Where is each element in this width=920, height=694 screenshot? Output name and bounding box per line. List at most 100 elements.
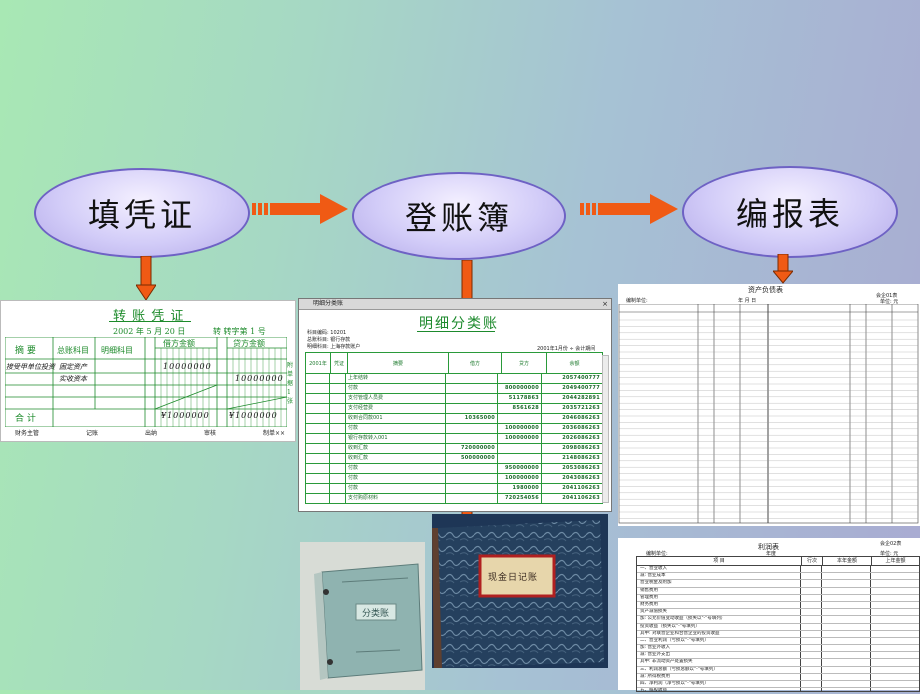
col-voucher: 凭证 [331,353,348,373]
sheet-title: 资产负债表 [748,286,783,294]
close-icon[interactable]: × [602,300,608,308]
balance-sheet-grid [618,304,919,524]
ledger-title: 明细分类账 [419,316,499,332]
cell-empty [822,688,871,691]
cell-voucher [330,394,346,403]
cell-summary: 支付管理人员费 [346,394,446,403]
sheet-title: 利润表 [758,543,779,551]
cell-summary: 收到合同款001 [346,414,446,423]
table-row: 减: 营业成本 [637,573,919,581]
cell-empty [822,666,871,673]
cell-item: 三、利润总额（亏损总额以"-"号填列） [637,666,801,673]
table-row: 资产减值损失 [637,609,919,617]
entry-account-2: 实收资本 [59,375,87,383]
header-detail-account: 明细科目 [101,346,133,355]
cell-balance: 2044282891 [562,395,600,401]
cell-date [306,474,330,483]
cell-debit [446,474,498,483]
cell-voucher [330,404,346,413]
unit-label: 编制单位: [646,551,668,557]
cell-date [306,404,330,413]
down-arrow-icon [773,254,793,284]
cell-date [306,414,330,423]
cell-item: 一、营业收入 [637,566,801,573]
cell-summary: 付款 [346,484,446,493]
cell-debit: 10365000 [446,414,498,423]
cell-voucher [330,414,346,423]
ledger-window: 明细分类账 × 明细分类账 科目编码: 10201 总账科目: 银行存款 明细科… [298,298,612,512]
cell-empty [801,623,822,630]
step-oval-post-ledger: 登账簿 [352,172,566,260]
cell-credit: 100000000 [498,424,542,433]
ledger-meta: 总账科目: 银行存款 [307,337,351,343]
balance-sheet: 资产负债表 会企01表 编制单位: 年 月 日 单位: 元 [618,284,920,526]
cell-summary: 支付经营费 [346,404,446,413]
cell-credit: 8561628 [498,404,542,413]
cell-item: 其中: 非流动资产处置损失 [637,659,801,666]
cell-empty [822,609,871,616]
cell-voucher [330,444,346,453]
col-summary: 摘要 [348,353,449,373]
cell-date [306,484,330,493]
cell-empty [822,681,871,688]
footer-item: 审核 [203,430,216,437]
cell-item: 减: 营业外支出 [637,652,801,659]
cell-item: 投资收益（损失以"-"号填列） [637,623,801,630]
cell-summary: 银行存款转入001 [346,434,446,443]
cell-summary: 付款 [346,384,446,393]
period-label: 年 月 日 [738,298,757,304]
entry-summary: 接受甲单位投资 [6,363,55,371]
cell-summary: 付款 [346,474,446,483]
cell-credit [498,444,542,453]
unit-label: 编制单位: [626,298,648,304]
cell-voucher [330,424,346,433]
cell-credit: 100000000 [498,474,542,483]
cell-empty [822,566,871,573]
cell-date [306,394,330,403]
cell-item: 其中: 对联营企业和合营企业的投资收益 [637,630,801,637]
cell-empty [801,566,822,573]
window-title: 明细分类账 [313,300,344,307]
cell-balance: 2148086263 [562,455,600,461]
total-credit: ¥1000000 [229,411,278,420]
form-number: 会企02表 [880,541,902,547]
cell-empty [822,652,871,659]
cell-empty [822,630,871,637]
step-oval-prepare-report: 编报表 [682,166,898,258]
cell-balance: 2053086263 [562,465,600,471]
cell-date [306,464,330,473]
cell-debit [446,424,498,433]
cell-debit [446,464,498,473]
cell-voucher [330,494,346,503]
cell-empty [801,666,822,673]
cell-balance: 2049400777 [562,385,600,391]
ledger-book-photo: 分类账 [300,542,425,690]
cell-item: 五、每股收益 [637,688,801,691]
cell-empty [801,688,822,691]
step-oval-fill-voucher: 填凭证 [34,168,250,258]
cell-item: 四、净利润（净亏损以"-"号填列） [637,681,801,688]
total-label: 合 计 [15,414,36,424]
currency-label: 单位: 元 [880,551,899,557]
cell-balance: 2098086263 [562,445,600,451]
cell-voucher [330,384,346,393]
entry-credit-amount: 10000000 [235,374,284,383]
table-row: 投资收益（损失以"-"号填列） [637,623,919,631]
cell-date [306,494,330,503]
cell-empty [801,637,822,645]
income-statement: 利润表 会企02表 编制单位: 年度 单位: 元 项 目 行次 本年金额 上年金… [618,538,920,692]
ledger-scrollbar[interactable] [602,355,609,503]
